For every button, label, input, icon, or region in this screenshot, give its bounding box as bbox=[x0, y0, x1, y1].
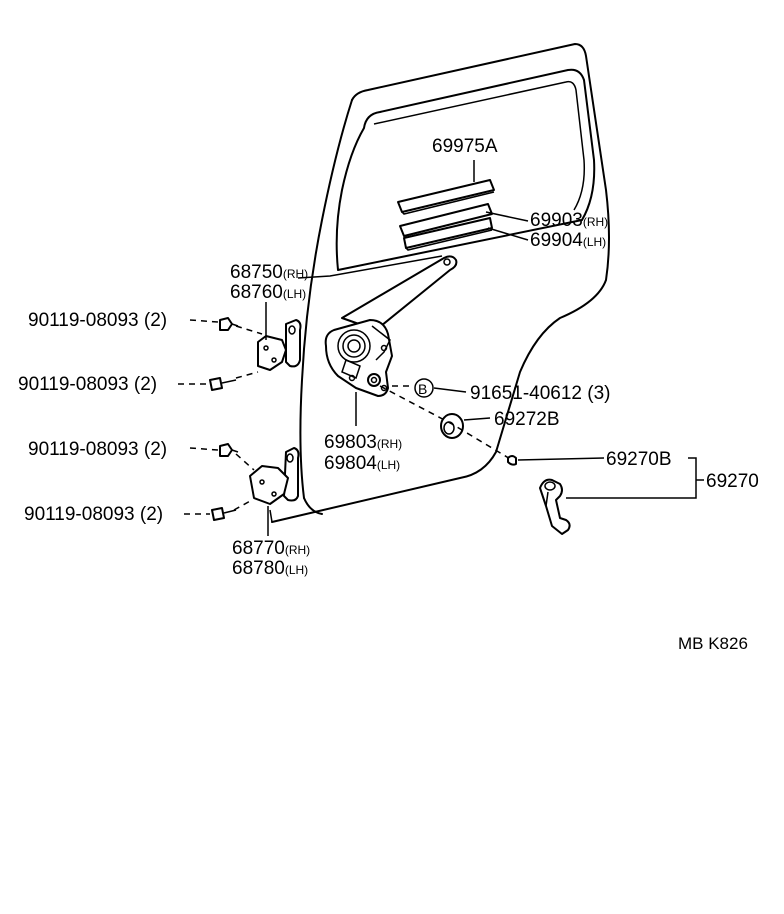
label-bolt-2: 90119-08093 (2) bbox=[18, 374, 157, 395]
lower-hinge bbox=[249, 447, 300, 505]
label-69903: 69903(RH) bbox=[530, 210, 608, 231]
bolt-3 bbox=[219, 443, 239, 457]
label-69270: 69270 bbox=[706, 471, 759, 492]
label-69272b: 69272B bbox=[494, 409, 560, 430]
label-68760: 68760(LH) bbox=[230, 282, 306, 303]
bolt-2 bbox=[209, 377, 237, 391]
label-69804: 69804(LH) bbox=[324, 453, 400, 474]
label-bolt-4: 90119-08093 (2) bbox=[24, 504, 163, 525]
leader-lines bbox=[178, 160, 704, 536]
diagram-code: MB K826 bbox=[678, 634, 748, 653]
label-68780: 68780(LH) bbox=[232, 558, 308, 579]
assembly-line bbox=[379, 385, 513, 461]
plate-69272b bbox=[440, 413, 464, 439]
label-bolt-3: 90119-08093 (2) bbox=[28, 439, 167, 460]
label-69803: 69803(RH) bbox=[324, 432, 402, 453]
label-68750: 68750(RH) bbox=[230, 262, 308, 283]
label-bolt-1: 90119-08093 (2) bbox=[28, 310, 167, 331]
knob-69270b bbox=[507, 455, 517, 466]
rear-door-outline bbox=[269, 43, 610, 523]
window-regulator bbox=[324, 255, 458, 397]
label-69904: 69904(LH) bbox=[530, 230, 606, 251]
label-91651: 91651-40612 (3) bbox=[470, 383, 611, 404]
label-screw-ref: B bbox=[418, 381, 427, 397]
label-69975a: 69975A bbox=[432, 136, 498, 157]
bolt-1 bbox=[219, 317, 239, 331]
window-handle bbox=[539, 478, 571, 535]
upper-hinge bbox=[257, 319, 302, 371]
weatherstrip-69975a bbox=[397, 179, 495, 215]
bolt-4 bbox=[211, 507, 237, 521]
label-69270b: 69270B bbox=[606, 449, 672, 470]
label-68770: 68770(RH) bbox=[232, 538, 310, 559]
